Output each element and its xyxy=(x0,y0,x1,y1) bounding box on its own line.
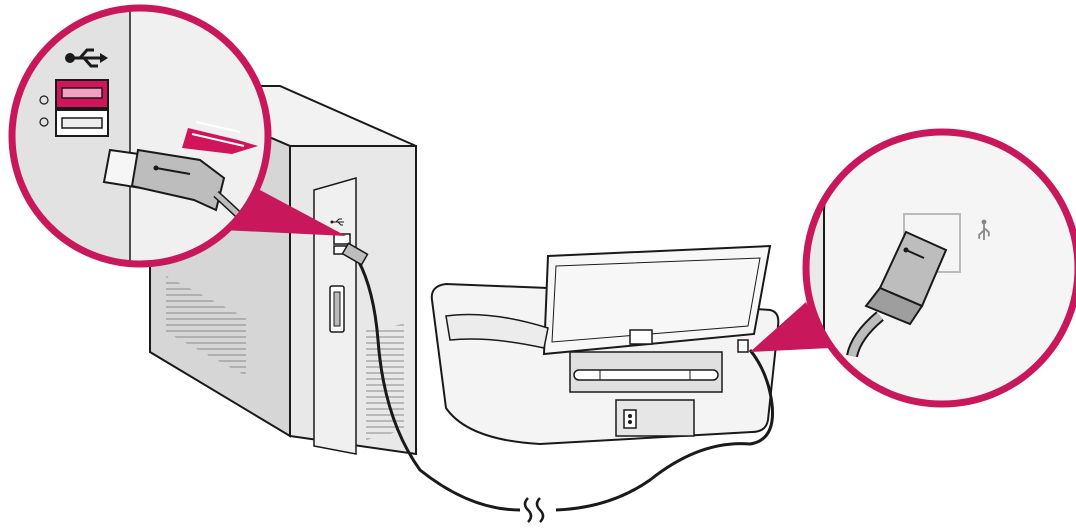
cable-break-icon xyxy=(525,498,543,522)
printer-usb-port xyxy=(738,340,748,352)
printer xyxy=(432,246,779,444)
zoom-callout-printer xyxy=(750,124,1076,420)
